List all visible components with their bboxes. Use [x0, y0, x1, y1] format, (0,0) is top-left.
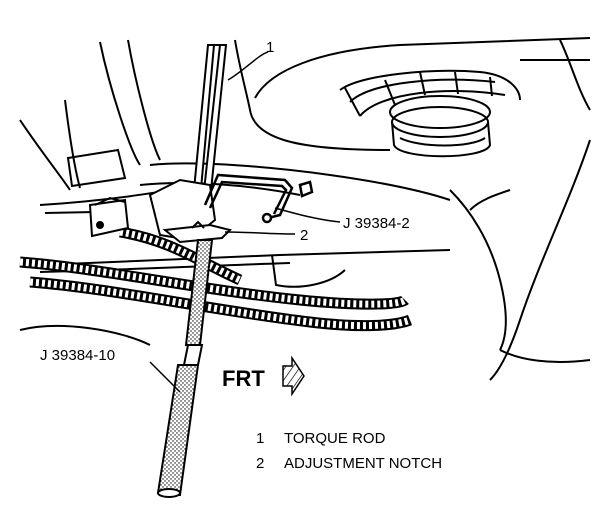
- direction-label: FRT: [222, 366, 265, 391]
- adjustment-bracket: [88, 178, 232, 244]
- callout-tool-upper: J 39384-2: [343, 215, 410, 232]
- leader-notch: [224, 231, 296, 235]
- body-panel: [19, 37, 591, 214]
- leader-tool-upper: [274, 207, 341, 223]
- callout-tool-lower: J 39384-10: [40, 347, 115, 364]
- legend: 1 TORQUE ROD 2 ADJUSTMENT NOTCH: [256, 430, 442, 472]
- torque-rod: [191, 44, 228, 201]
- legend-number-1: 1: [256, 430, 264, 447]
- legend-number-2: 2: [256, 455, 264, 472]
- callout-notch-number: 2: [300, 227, 308, 244]
- tool-j39384-2: [203, 173, 314, 224]
- tool-j39384-10: [156, 239, 214, 498]
- leader-torque-rod: [227, 51, 269, 81]
- frame-rail: [19, 139, 591, 381]
- leader-lines: [149, 51, 341, 393]
- cable-bundle: [19, 226, 413, 332]
- legend-text-1: TORQUE ROD: [284, 430, 386, 447]
- callout-torque-rod-number: 1: [266, 39, 274, 56]
- leader-tool-lower: [149, 361, 181, 393]
- strut-spring-assembly: [339, 69, 521, 158]
- legend-text-2: ADJUSTMENT NOTCH: [284, 455, 442, 472]
- right-arrow-icon: [282, 355, 305, 397]
